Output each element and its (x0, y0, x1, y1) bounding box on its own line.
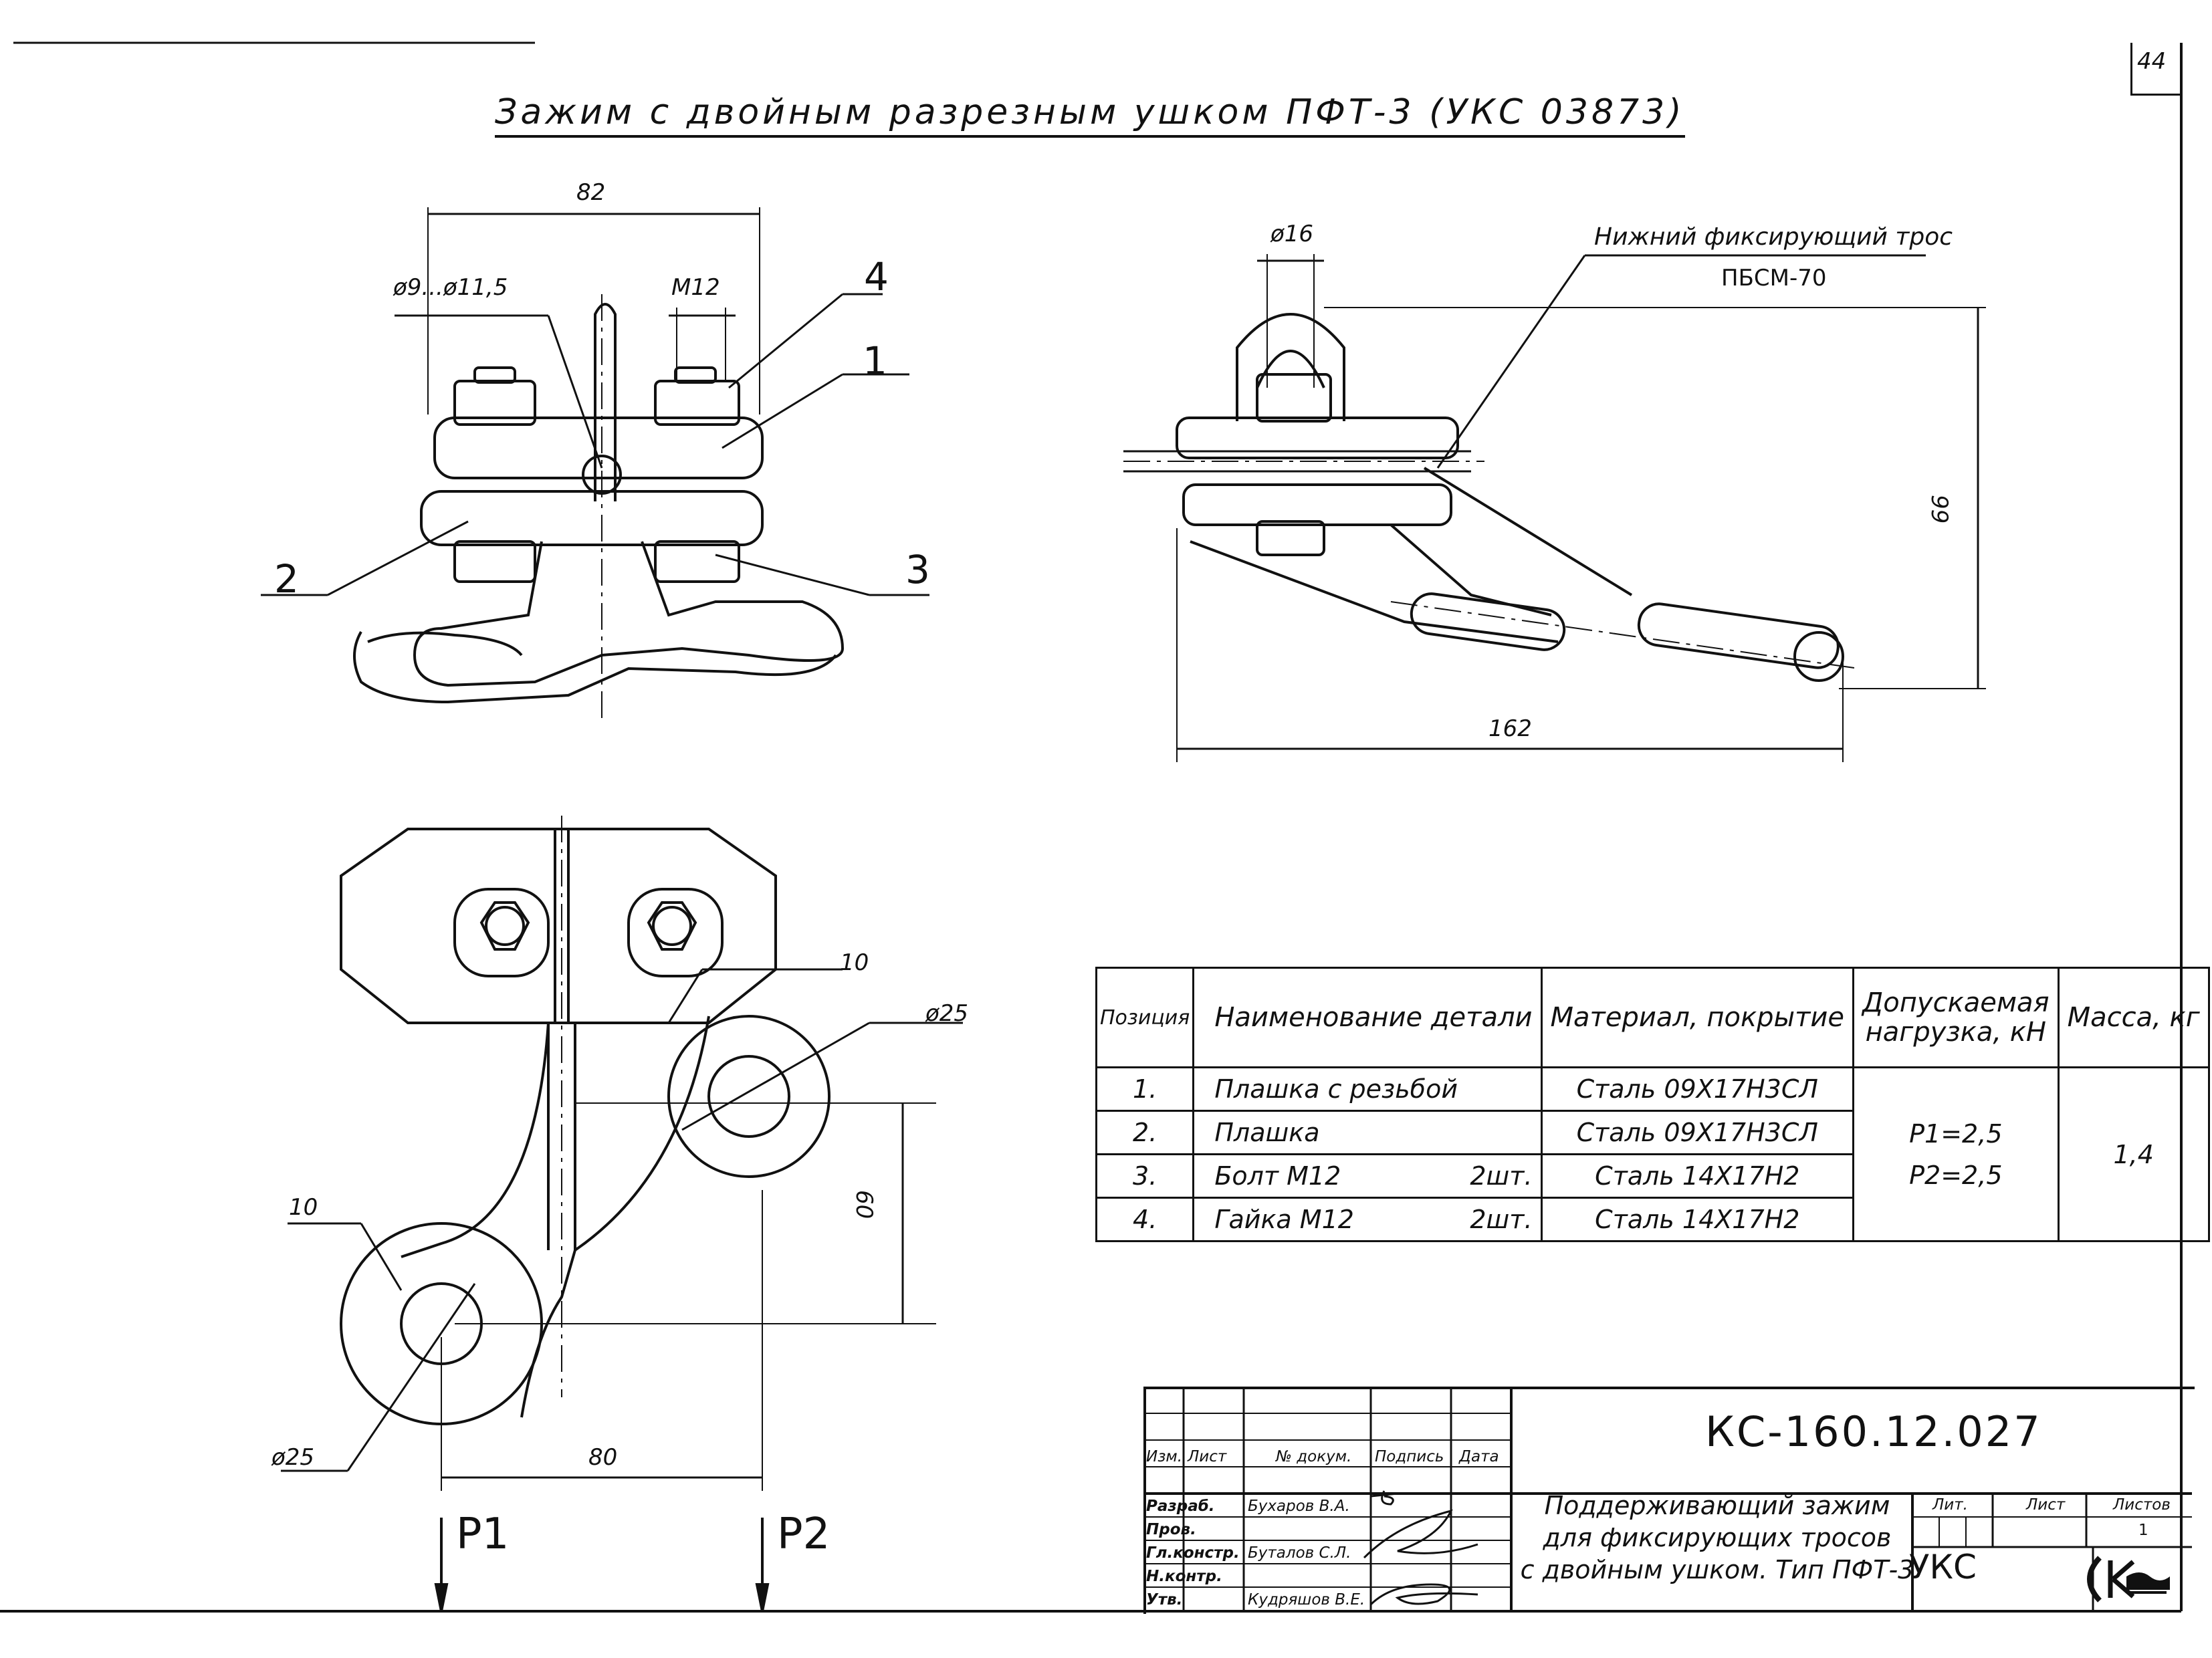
dim-25-bottom: ø25 (271, 1444, 315, 1471)
label-list: Лист (2026, 1496, 2066, 1514)
dim-82: 82 (576, 179, 606, 206)
sheet-number-box (2130, 43, 2182, 96)
callout-3: 3 (905, 547, 930, 592)
col-position: Позиция (1095, 967, 1195, 1068)
side-view-drawing (1123, 254, 1986, 762)
hdr-list: Лист (1188, 1448, 1227, 1465)
col-load: Допускаемая нагрузка, кН (1852, 967, 2060, 1068)
hdr-sign: Подпись (1375, 1448, 1444, 1465)
sheet-number: 44 (2137, 48, 2167, 75)
row-material: Сталь 14Х17Н2 (1540, 1197, 1855, 1242)
drawing-code: КС-160.12.027 (1705, 1407, 2042, 1456)
organization-logo-icon (2087, 1556, 2170, 1603)
drawing-description: Поддерживающий зажим для фиксирующих тро… (1520, 1491, 1914, 1584)
callout-4: 4 (864, 254, 889, 300)
callout-2: 2 (274, 556, 299, 602)
row-material: Сталь 14Х17Н2 (1540, 1153, 1855, 1199)
dim-16: ø16 (1270, 221, 1314, 247)
force-arrows (434, 1518, 770, 1612)
role-norm-control: Н.контр. (1146, 1568, 1222, 1585)
dim-10-left: 10 (289, 1194, 318, 1221)
mass-cell: 1,4 (2057, 1066, 2210, 1242)
dim-162: 162 (1488, 715, 1532, 742)
name-developer: Бухаров В.А. (1248, 1498, 1350, 1515)
role-developer: Разраб. (1146, 1498, 1215, 1515)
plan-view-drawing (281, 816, 963, 1491)
col-mass: Масса, кг (2057, 967, 2210, 1068)
table-header-row: Позиция Наименование детали Материал, по… (1095, 967, 2210, 1068)
role-chief-designer: Гл.констр. (1146, 1544, 1240, 1562)
row-material: Сталь 09Х17Н3СЛ (1540, 1110, 1855, 1155)
parts-table: Позиция Наименование детали Материал, по… (1095, 967, 2210, 1242)
dim-80: 80 (588, 1444, 618, 1471)
title-block (1143, 1387, 2195, 1614)
name-chief-designer: Буталов С.Л. (1248, 1544, 1351, 1562)
force-p2-label: P2 (777, 1510, 831, 1559)
organization-name: УКС (1909, 1548, 1977, 1586)
value-listov: 1 (2138, 1522, 2148, 1539)
table-row: 1. Плашка с резьбой Сталь 09Х17Н3СЛ P1=2… (1095, 1066, 2210, 1242)
table-row: 2. Плашка Сталь 09Х17Н3СЛ (1095, 1110, 2209, 1155)
row-position: 4. (1095, 1197, 1195, 1242)
row-position: 3. (1095, 1153, 1195, 1199)
role-checker: Пров. (1146, 1521, 1196, 1538)
front-view-drawing (261, 207, 929, 722)
force-p1-label: P1 (456, 1510, 510, 1559)
hdr-date: Дата (1459, 1448, 1499, 1465)
row-part-name: Плашка с резьбой (1192, 1066, 1543, 1112)
role-approved: Утв. (1146, 1591, 1183, 1609)
dim-99: 99 (1926, 495, 1953, 524)
col-material: Материал, покрытие (1540, 967, 1855, 1068)
label-lit: Лит. (1932, 1496, 1968, 1514)
dim-60: 60 (851, 1190, 877, 1219)
name-approved: Кудряшов В.Е. (1248, 1591, 1365, 1609)
callout-1: 1 (863, 338, 887, 384)
dim-m12: М12 (671, 274, 720, 301)
row-position: 2. (1095, 1110, 1195, 1155)
col-part-name: Наименование детали (1192, 967, 1543, 1068)
drawing-title: Зажим с двойным разрезным ушком ПФТ-3 (У… (495, 92, 1685, 138)
row-position: 1. (1095, 1066, 1195, 1112)
title-block-grid (1143, 1387, 2192, 1611)
dim-25-top: ø25 (925, 1000, 969, 1027)
row-part-name: Плашка (1192, 1110, 1543, 1155)
dim-10-top: 10 (840, 949, 869, 976)
dim-hole: ø9...ø11,5 (393, 274, 508, 301)
label-listov: Листов (2113, 1496, 2171, 1514)
hdr-izm: Изм. (1146, 1448, 1183, 1465)
cable-type: ПБСМ-70 (1721, 265, 1827, 291)
row-material: Сталь 09Х17Н3СЛ (1540, 1066, 1855, 1112)
cable-label: Нижний фиксирующий трос (1594, 223, 1953, 251)
signatures (1363, 1490, 1478, 1606)
hdr-doc: № докум. (1276, 1448, 1352, 1465)
